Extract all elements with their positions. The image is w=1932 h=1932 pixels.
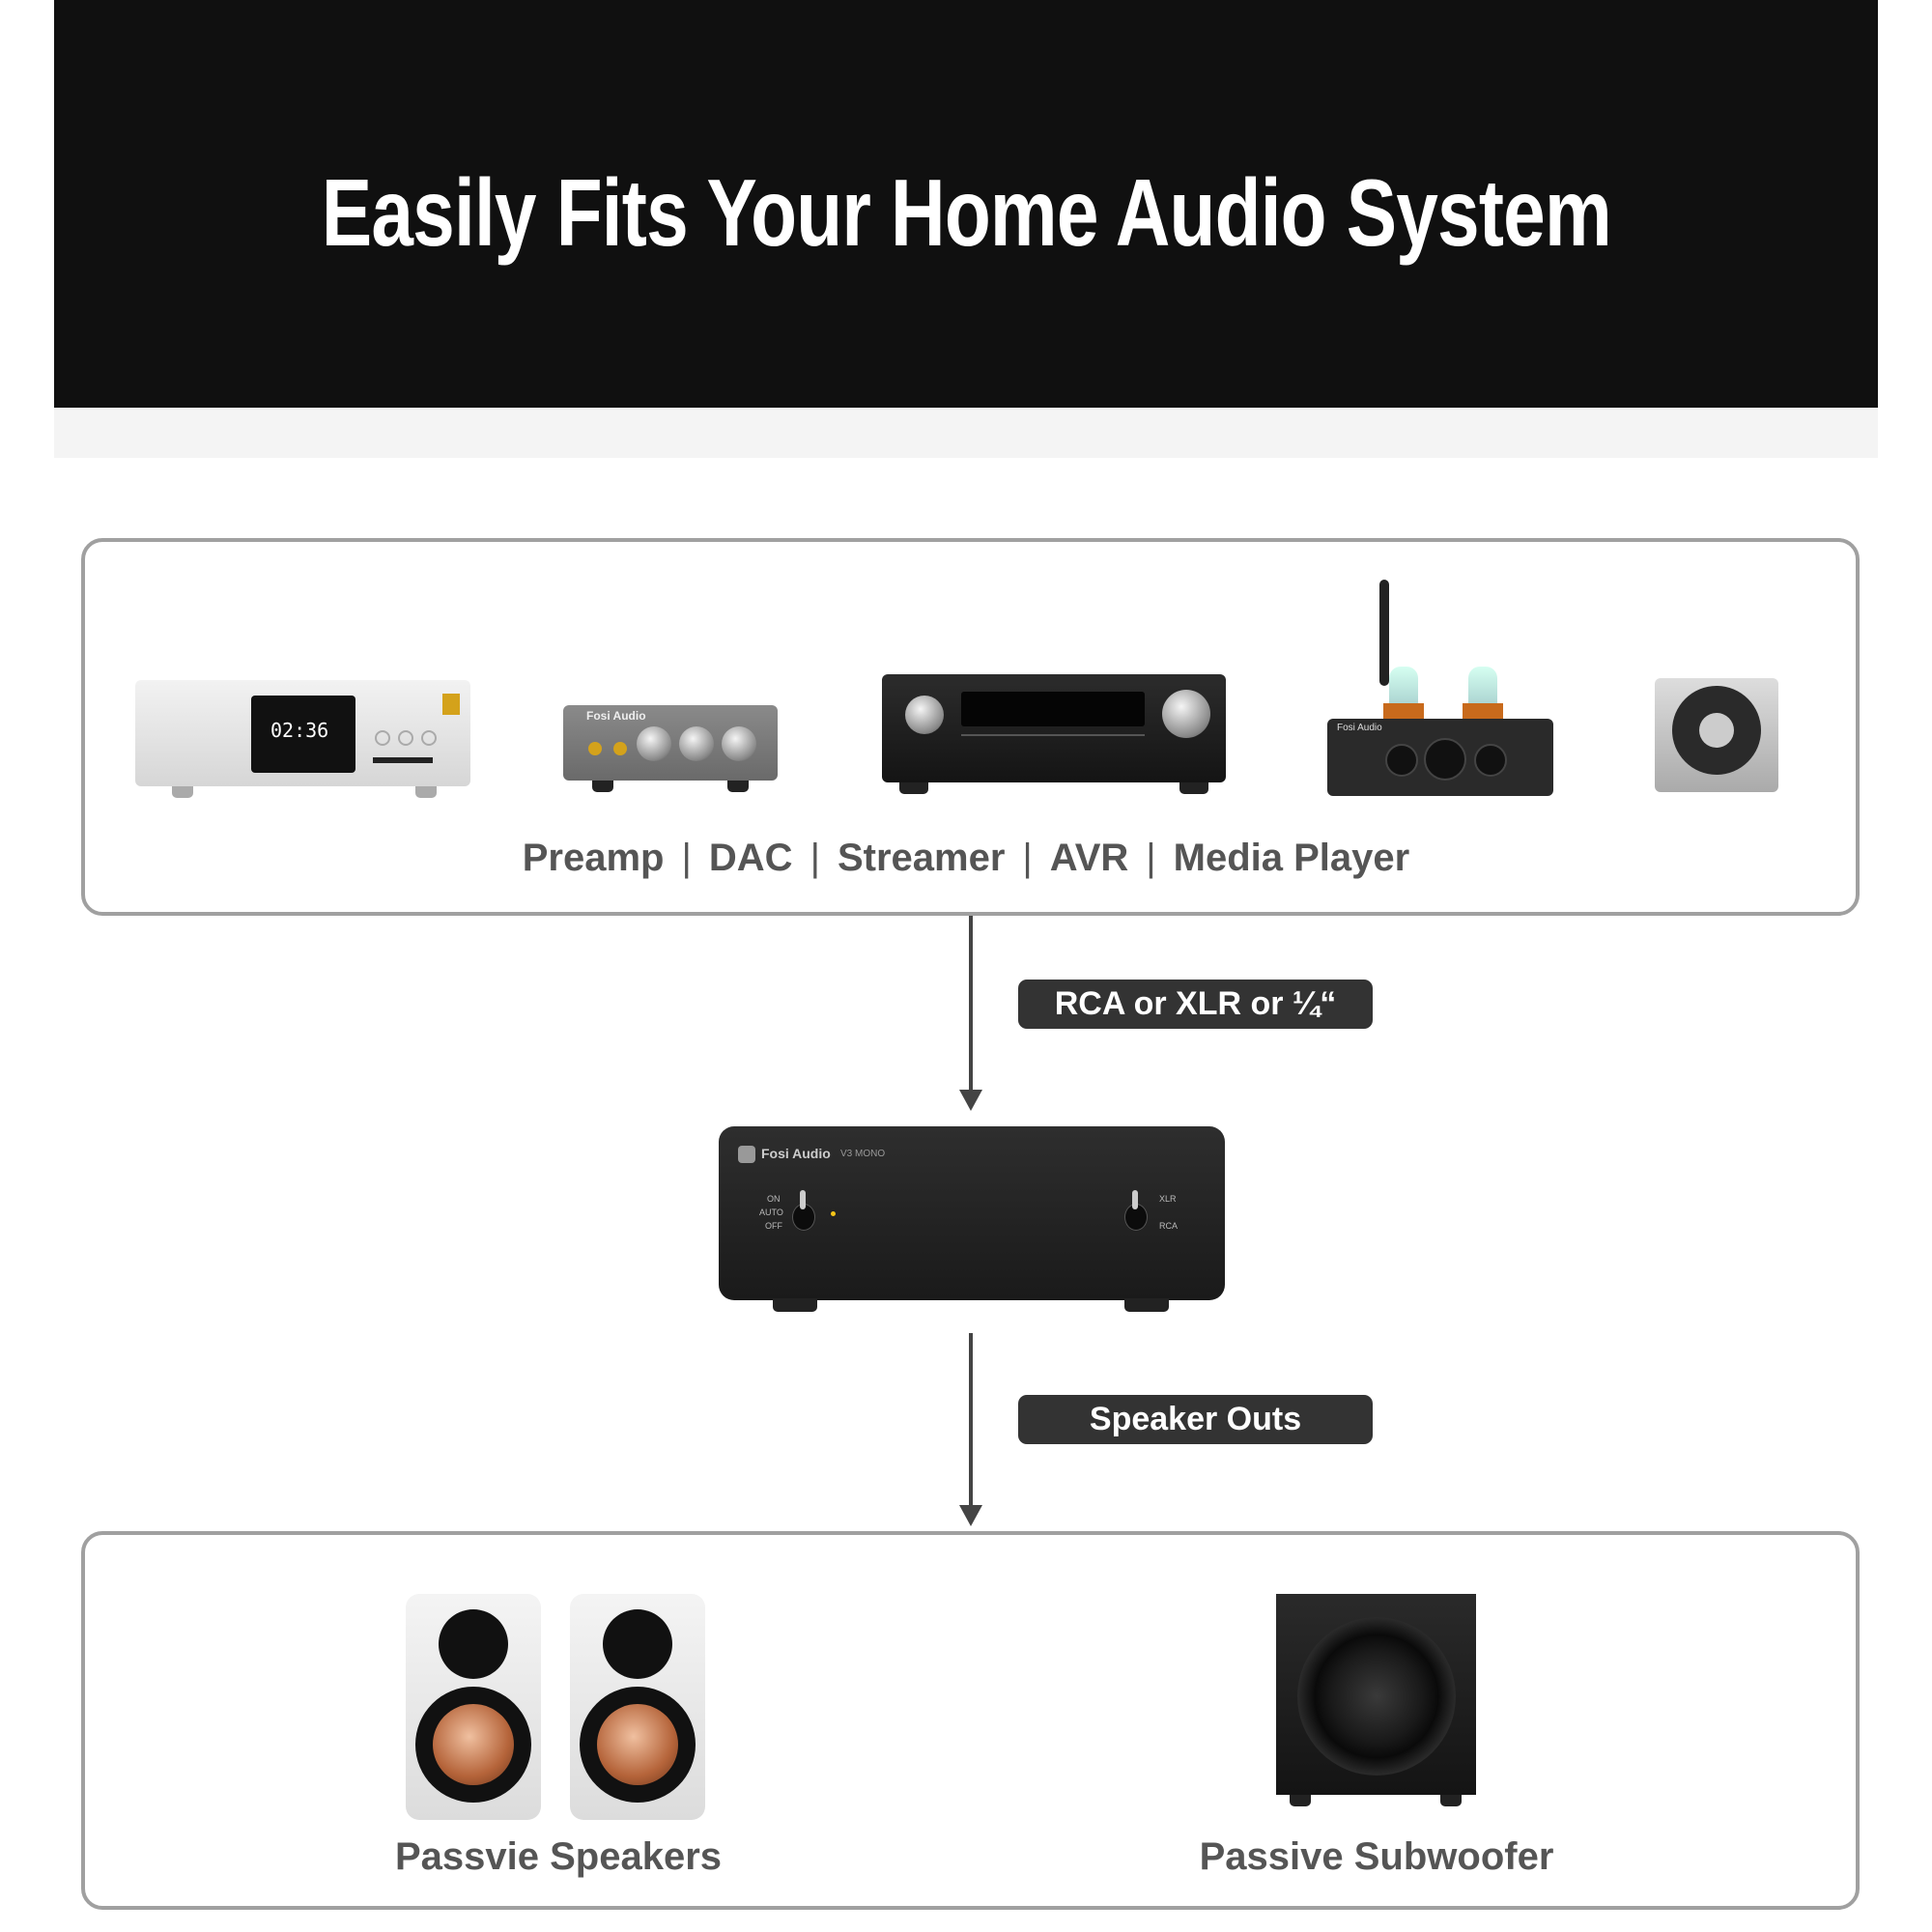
separator: | xyxy=(1022,837,1033,879)
separator: | xyxy=(1146,837,1156,879)
amp-brand: Fosi Audio xyxy=(761,1146,831,1161)
connector-line-output xyxy=(969,1333,973,1509)
amplifier-image: Fosi Audio V3 MONO ON AUTO OFF XLR RCA xyxy=(719,1126,1225,1312)
subwoofer-image xyxy=(1276,1594,1476,1806)
left-speaker-image xyxy=(406,1594,541,1820)
input-rca-label: RCA xyxy=(1159,1221,1179,1231)
output-connection-badge: Speaker Outs xyxy=(1018,1395,1373,1444)
passive-speakers-label: Passvie Speakers xyxy=(394,1835,723,1878)
arrow-down-icon xyxy=(959,1090,982,1111)
input-connection-badge: RCA or XLR or ¼“ TRS xyxy=(1018,980,1373,1071)
label-preamp: Preamp xyxy=(522,837,665,879)
music-player-image: 02:36 xyxy=(135,680,470,798)
tube-preamp-image: Fosi Audio xyxy=(1327,580,1553,802)
separator: | xyxy=(681,837,692,879)
input-xlr-label: XLR xyxy=(1159,1194,1177,1204)
av-receiver-image xyxy=(882,674,1226,794)
arrow-down-icon xyxy=(959,1505,982,1526)
power-auto-label: AUTO xyxy=(759,1208,783,1217)
dac-brand: Fosi Audio xyxy=(586,709,646,723)
power-on-label: ON xyxy=(767,1194,781,1204)
amp-model: V3 MONO xyxy=(840,1149,886,1159)
header-banner: Easily Fits Your Home Audio System xyxy=(54,0,1878,408)
connector-line-input xyxy=(969,916,973,1095)
preamp-brand: Fosi Audio xyxy=(1337,723,1382,733)
right-speaker-image xyxy=(570,1594,705,1820)
power-off-label: OFF xyxy=(765,1221,782,1231)
dac-image: Fosi Audio xyxy=(563,705,778,792)
label-dac: DAC xyxy=(708,837,793,879)
label-avr: AVR xyxy=(1049,837,1129,879)
source-types-label: Preamp | DAC | Streamer | AVR | Media Player xyxy=(0,837,1932,880)
passive-subwoofer-label: Passive Subwoofer xyxy=(1199,1835,1554,1878)
media-player-image xyxy=(1655,678,1778,792)
label-media-player: Media Player xyxy=(1173,837,1410,879)
player-screen-time: 02:36 xyxy=(270,719,329,742)
divider-strip xyxy=(54,408,1878,458)
page-title: Easily Fits Your Home Audio System xyxy=(54,155,1878,270)
status-led xyxy=(831,1211,836,1216)
label-streamer: Streamer xyxy=(837,837,1006,879)
output-devices-box xyxy=(81,1531,1860,1910)
title-text: Easily Fits Your Home Audio System xyxy=(321,159,1612,266)
separator: | xyxy=(810,837,820,879)
